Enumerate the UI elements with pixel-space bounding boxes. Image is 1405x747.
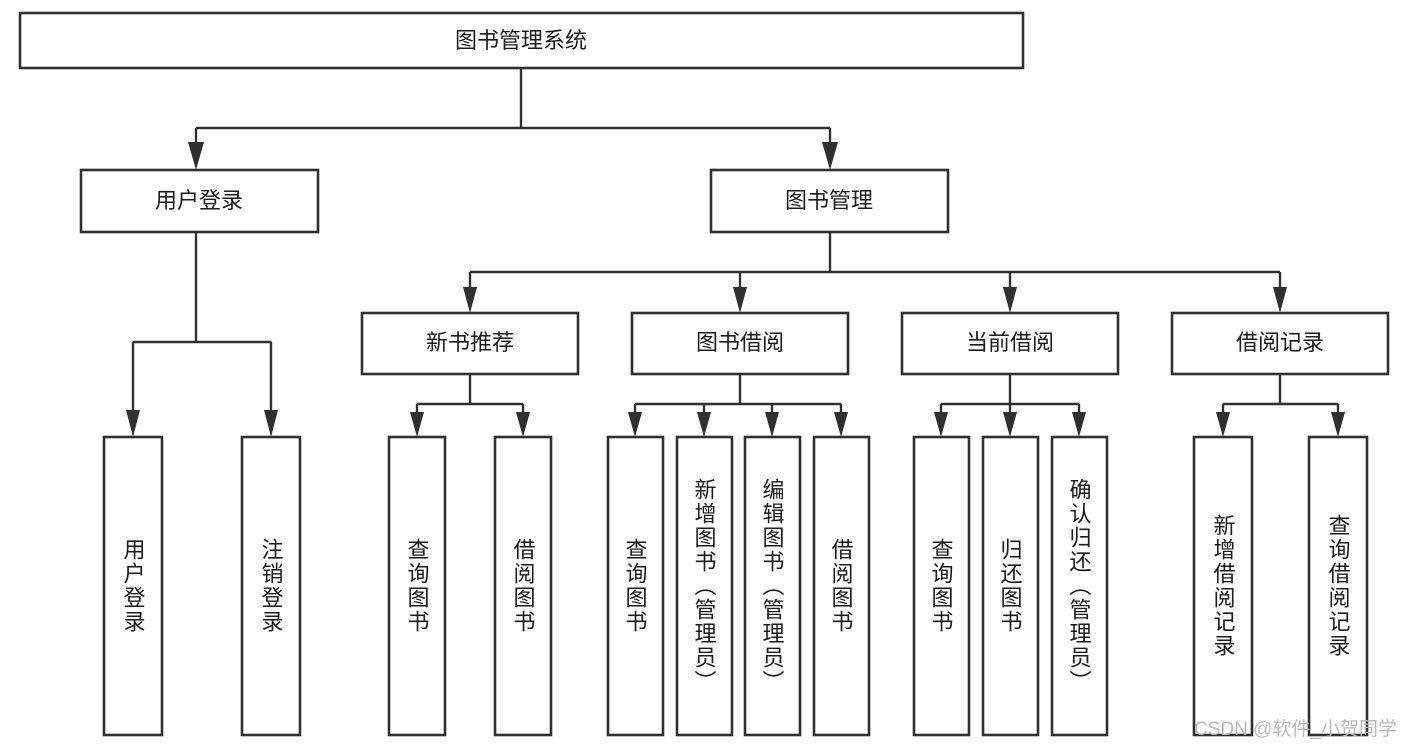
node-leaf-borrow-book-2-label: 借阅图书 [829, 538, 854, 634]
node-leaf-user-logout-box[interactable] [240, 435, 302, 737]
arrow-currentborrow-c1 [934, 412, 948, 437]
node-leaf-query-book-2-box[interactable] [606, 435, 665, 737]
arrow-bookborrow-c1 [628, 412, 642, 437]
node-leaf-user-logout[interactable]: 注销登录 [240, 435, 302, 737]
node-book-management-label: 图书管理 [785, 188, 873, 213]
node-leaf-user-login-box[interactable] [102, 435, 164, 737]
node-borrow-record[interactable]: 借阅记录 [1170, 311, 1390, 376]
arrow-bookborrow-c4 [834, 412, 848, 437]
arrow-borrowrecord-c1 [1216, 412, 1230, 437]
node-leaf-user-login-label: 用户登录 [121, 538, 146, 634]
node-current-borrow-label: 当前借阅 [966, 330, 1054, 355]
node-leaf-query-book-1-box[interactable] [387, 435, 447, 737]
node-new-book-recommend-label: 新书推荐 [426, 330, 514, 355]
node-leaf-edit-book-box[interactable] [743, 435, 802, 737]
node-user-login[interactable]: 用户登录 [79, 168, 320, 234]
node-leaf-query-record[interactable]: 查询借阅记录 [1307, 435, 1369, 737]
arrow-bookmgmt-c4 [1273, 287, 1287, 313]
node-leaf-return-book-box[interactable] [981, 435, 1040, 737]
node-leaf-add-book[interactable]: 新增图书（管理员） [675, 435, 734, 737]
arrow-root-to-user-login [188, 142, 204, 170]
node-leaf-user-login[interactable]: 用户登录 [102, 435, 164, 737]
node-leaf-confirm-return-label: 确认归还（管理员） [1067, 478, 1092, 694]
node-borrow-record-box[interactable] [1170, 311, 1390, 376]
node-leaf-add-record-box[interactable] [1192, 435, 1254, 737]
node-leaf-add-record-label: 新增借阅记录 [1211, 514, 1236, 658]
node-leaf-add-book-box[interactable] [675, 435, 734, 737]
node-leaf-query-record-label: 查询借阅记录 [1326, 514, 1351, 658]
node-leaf-query-book-1[interactable]: 查询图书 [387, 435, 447, 737]
node-book-borrow[interactable]: 图书借阅 [630, 311, 850, 376]
arrow-bookmgmt-c1 [463, 287, 477, 313]
node-root-box[interactable] [18, 11, 1025, 70]
arrow-newbook-c2 [516, 412, 530, 437]
node-leaf-edit-book[interactable]: 编辑图书（管理员） [743, 435, 802, 737]
arrow-root-to-book-management [822, 142, 838, 170]
arrow-userlogin-c2 [264, 410, 278, 437]
node-book-borrow-label: 图书借阅 [696, 330, 784, 355]
node-leaf-query-book-3-label: 查询图书 [929, 538, 954, 634]
node-leaf-query-record-box[interactable] [1307, 435, 1369, 737]
node-new-book-recommend-box[interactable] [360, 311, 580, 376]
node-leaf-query-book-3-box[interactable] [912, 435, 971, 737]
node-borrow-record-label: 借阅记录 [1236, 330, 1324, 355]
edges-group [126, 68, 1345, 437]
node-leaf-confirm-return-box[interactable] [1050, 435, 1109, 737]
node-leaf-borrow-book-2-box[interactable] [812, 435, 871, 737]
node-new-book-recommend[interactable]: 新书推荐 [360, 311, 580, 376]
node-current-borrow-box[interactable] [900, 311, 1120, 376]
arrow-currentborrow-c2 [1003, 412, 1017, 437]
node-book-borrow-box[interactable] [630, 311, 850, 376]
node-book-management[interactable]: 图书管理 [709, 168, 950, 234]
arrow-newbook-c1 [410, 412, 424, 437]
node-leaf-add-record[interactable]: 新增借阅记录 [1192, 435, 1254, 737]
arrow-bookborrow-c3 [765, 412, 779, 437]
node-leaf-query-book-2[interactable]: 查询图书 [606, 435, 665, 737]
node-user-login-box[interactable] [79, 168, 320, 234]
node-leaf-confirm-return[interactable]: 确认归还（管理员） [1050, 435, 1109, 737]
arrow-bookborrow-c2 [697, 412, 711, 437]
arrow-borrowrecord-c2 [1331, 412, 1345, 437]
arrow-userlogin-c1 [126, 410, 140, 437]
node-leaf-user-logout-label: 注销登录 [259, 538, 284, 634]
node-leaf-query-book-1-label: 查询图书 [405, 538, 430, 634]
node-book-management-box[interactable] [709, 168, 950, 234]
node-leaf-borrow-book-1-box[interactable] [493, 435, 553, 737]
node-leaf-query-book-2-label: 查询图书 [623, 538, 648, 634]
node-leaf-borrow-book-1[interactable]: 借阅图书 [493, 435, 553, 737]
arrow-currentborrow-c3 [1072, 412, 1086, 437]
node-current-borrow[interactable]: 当前借阅 [900, 311, 1120, 376]
node-root-label: 图书管理系统 [455, 28, 587, 53]
node-root[interactable]: 图书管理系统 [18, 11, 1025, 70]
node-leaf-query-book-3[interactable]: 查询图书 [912, 435, 971, 737]
node-leaf-add-book-label: 新增图书（管理员） [692, 478, 717, 694]
node-leaf-edit-book-label: 编辑图书（管理员） [760, 478, 785, 694]
node-leaf-return-book[interactable]: 归还图书 [981, 435, 1040, 737]
arrow-bookmgmt-c3 [1003, 287, 1017, 313]
node-user-login-label: 用户登录 [155, 188, 243, 213]
node-leaf-borrow-book-1-label: 借阅图书 [511, 538, 536, 634]
node-leaf-return-book-label: 归还图书 [998, 538, 1023, 634]
node-leaf-borrow-book-2[interactable]: 借阅图书 [812, 435, 871, 737]
arrow-bookmgmt-c2 [733, 287, 747, 313]
